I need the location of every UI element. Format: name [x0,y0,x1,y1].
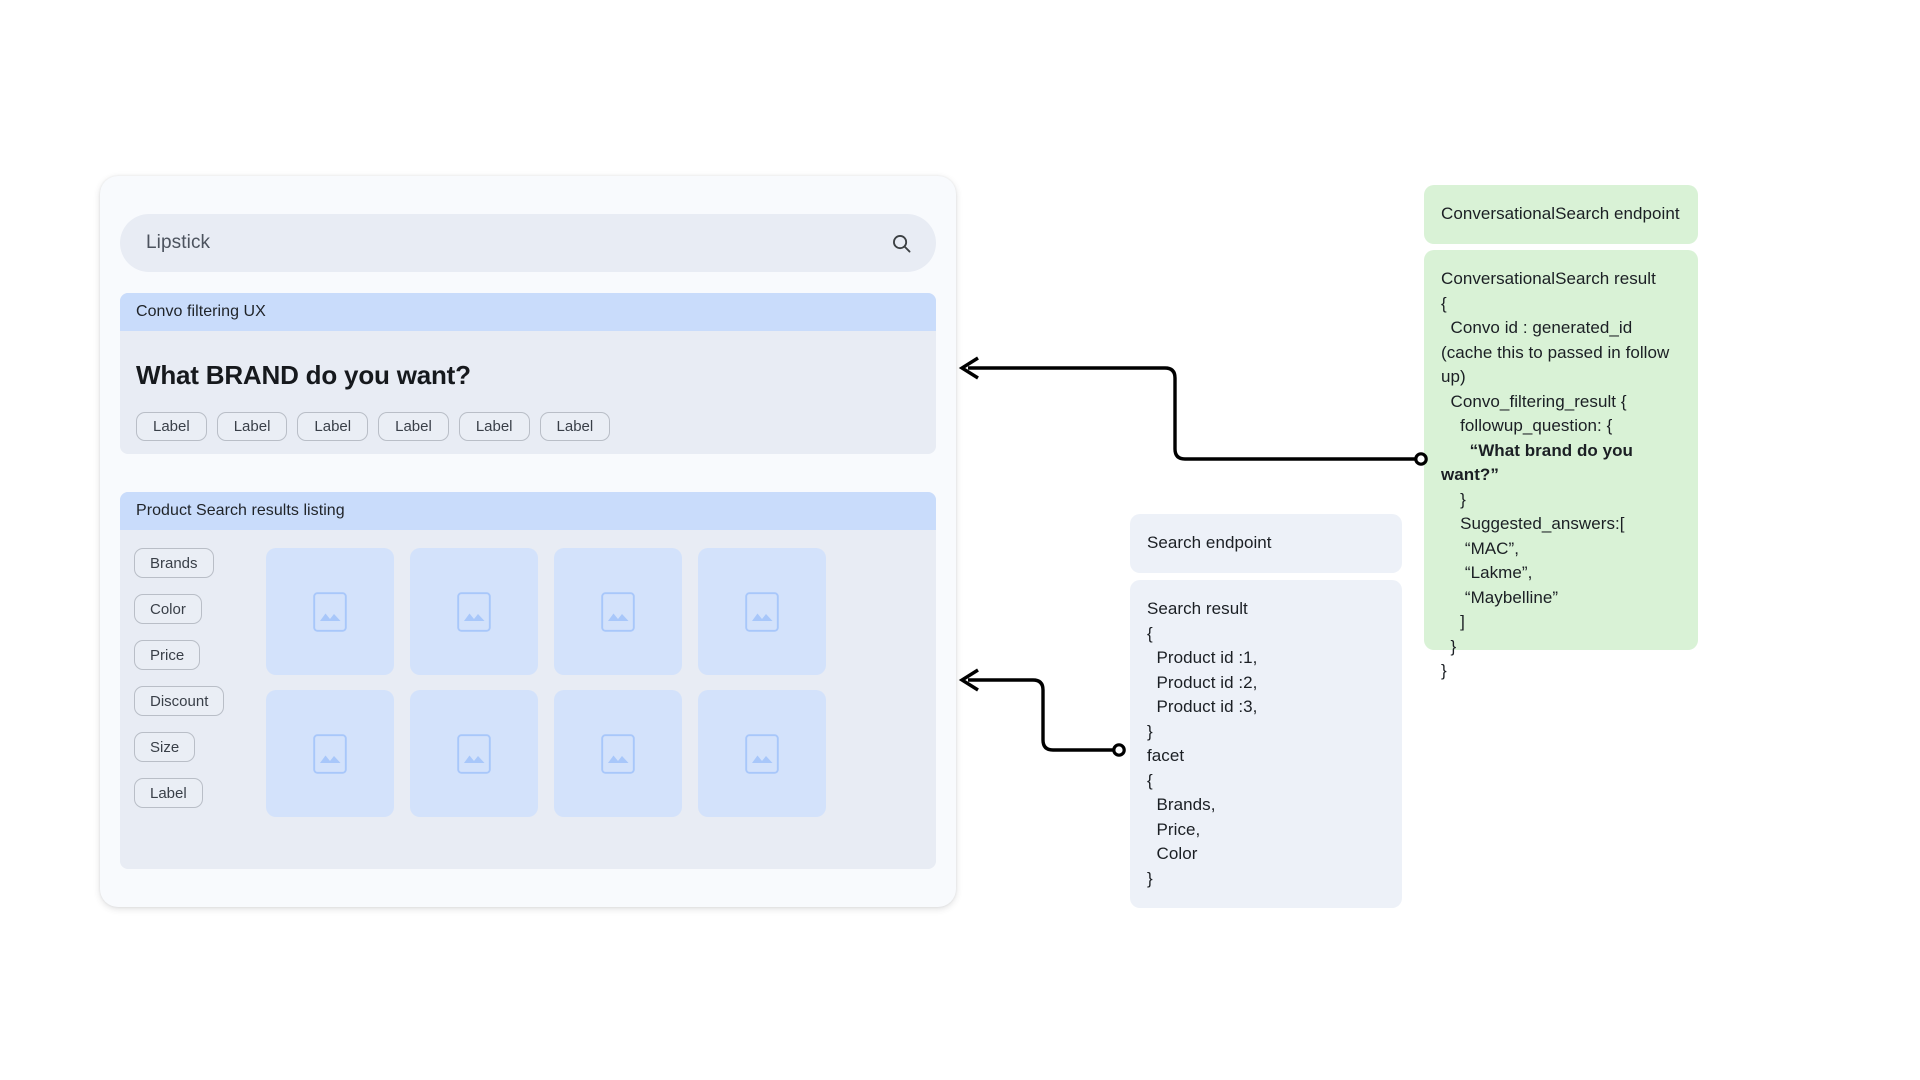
image-placeholder-icon [313,591,347,632]
image-placeholder-icon [601,591,635,632]
product-card[interactable] [266,690,394,817]
image-placeholder-icon [745,733,779,774]
image-placeholder-icon [457,591,491,632]
product-card[interactable] [266,548,394,675]
followup-question-title: What BRAND do you want? [136,360,471,390]
connector-convo [958,356,1428,466]
note-line: { [1147,623,1153,643]
image-placeholder-icon [745,591,779,632]
connector-search [958,668,1126,757]
facet-chip-size[interactable]: Size [134,732,196,762]
product-results-body: Brands Color Price Discount Size Label [120,530,936,817]
note-line: } [1147,868,1153,888]
note-search-result: Search result { Product id :1, Product id… [1130,580,1402,908]
convo-filtering-section: Convo filtering UX What BRAND do you wan… [120,293,936,454]
note-line: “Maybelline” [1441,587,1559,607]
product-card[interactable] [554,690,682,817]
suggested-answer-chip[interactable]: Label [539,412,611,441]
note-conversationalsearch-result: ConversationalSearch result { Convo id : … [1424,250,1698,680]
note-line: Color [1147,844,1198,863]
note-line: followup_question: { [1441,416,1613,435]
note-line: } [1441,661,1447,680]
product-card[interactable] [410,690,538,817]
note-line: “MAC”, [1441,538,1519,558]
note-line: { [1441,293,1447,313]
search-input[interactable]: Lipstick [120,214,936,272]
note-line: Convo id : generated_id (cache this to p… [1441,318,1675,386]
note-line: } [1441,489,1466,509]
product-card[interactable] [554,548,682,675]
app-mockup-card: Lipstick Convo filtering UX What BRAND d… [100,176,956,907]
note-line: facet [1147,746,1185,765]
note-line: } [1441,636,1457,656]
note-conversationalsearch-endpoint: ConversationalSearch endpoint [1424,185,1698,244]
facet-chip-label[interactable]: Label [134,778,203,808]
suggested-answer-chip[interactable]: Label [458,412,530,441]
product-grid [260,548,936,817]
note-line: Product id :2, [1147,672,1258,692]
facet-chip-discount[interactable]: Discount [134,686,225,716]
image-placeholder-icon [313,733,347,774]
product-results-section: Product Search results listing Brands Co… [120,492,936,869]
note-line: Suggested_answers:[ [1441,514,1625,533]
product-section-header: Product Search results listing [120,492,936,530]
search-input-value: Lipstick [146,232,211,253]
note-line: Search result [1147,599,1248,618]
suggested-answer-chip-row: Label Label Label Label Label Label [136,412,936,441]
note-line: Product id :1, [1147,648,1258,667]
note-line: Price, [1147,819,1201,839]
facet-chip-brands[interactable]: Brands [134,548,214,578]
suggested-answer-chip[interactable]: Label [216,412,288,441]
convo-section-header: Convo filtering UX [120,293,936,331]
product-card[interactable] [698,548,826,675]
suggested-answer-chip[interactable]: Label [297,412,369,441]
search-icon[interactable] [888,230,914,256]
note-line: “Lakme”, [1441,563,1533,582]
product-card[interactable] [698,690,826,817]
note-line: ConversationalSearch result [1441,269,1656,288]
note-line: ] [1441,612,1465,631]
facet-chip-price[interactable]: Price [134,640,201,670]
note-line: Convo_filtering_result { [1441,391,1627,411]
note-line: Product id :3, [1147,697,1258,716]
product-card[interactable] [410,548,538,675]
facet-chip-color[interactable]: Color [134,594,202,624]
note-line: “What brand do you want?” [1441,440,1638,485]
image-placeholder-icon [601,733,635,774]
note-search-endpoint: Search endpoint [1130,514,1402,573]
note-line: } [1147,721,1153,741]
suggested-answer-chip[interactable]: Label [136,412,207,441]
image-placeholder-icon [457,733,491,774]
note-line: Brands, [1147,795,1216,814]
suggested-answer-chip[interactable]: Label [378,412,449,441]
facet-filter-list: Brands Color Price Discount Size Label [120,548,260,817]
note-line: { [1147,770,1153,790]
